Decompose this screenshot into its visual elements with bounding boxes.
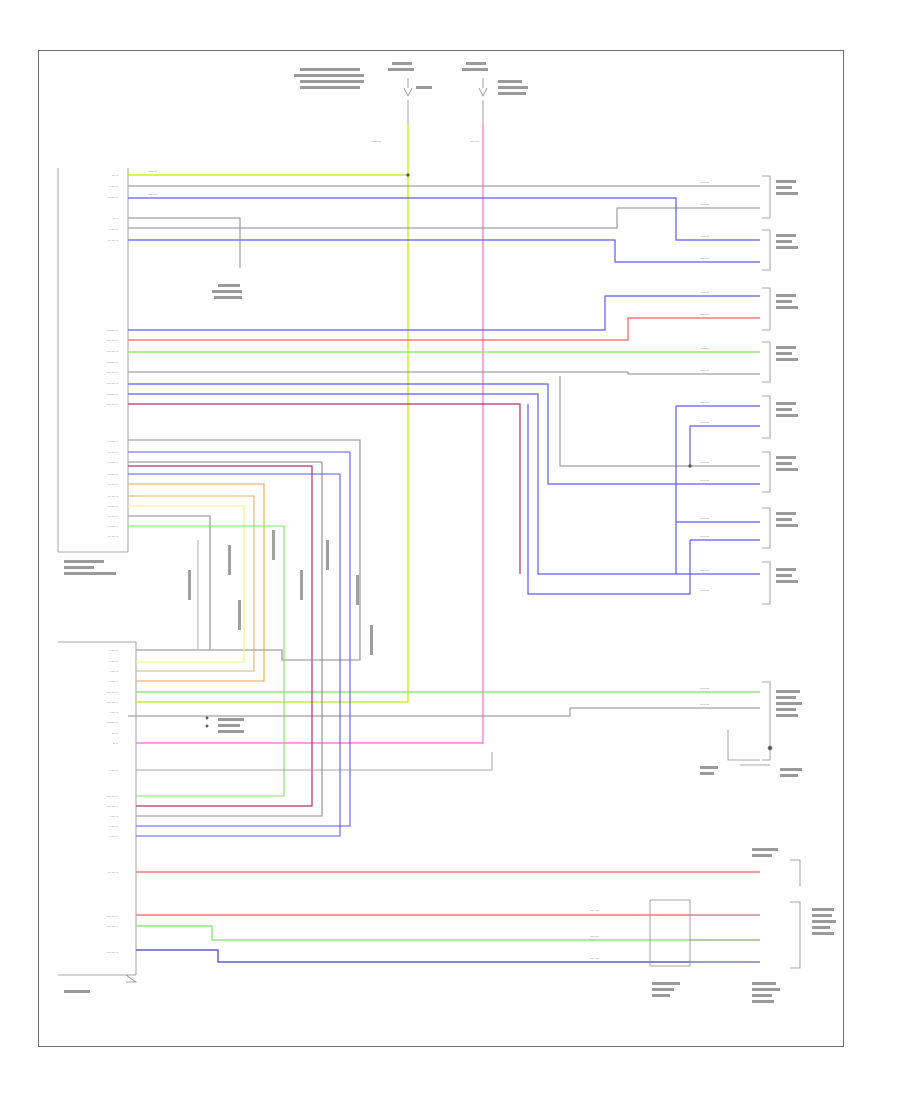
component-labels: [64, 62, 836, 1003]
svg-text:·······: ·······: [109, 669, 118, 674]
svg-text:—·—: —·—: [700, 346, 709, 351]
svg-text:—·—: —·—: [700, 478, 709, 483]
bundle-labels: [188, 530, 373, 655]
svg-text:·········: ·········: [107, 950, 118, 955]
svg-text:········: ········: [108, 238, 118, 243]
svg-text:—·—: —·—: [700, 234, 709, 239]
wire-bundle-mid: [128, 439, 361, 837]
splice-dots: [205, 173, 692, 728]
wire-pink: [136, 125, 484, 744]
svg-text:·····: ·····: [112, 173, 118, 178]
svg-text:········: ········: [108, 482, 118, 487]
svg-text:—·—: —·—: [148, 192, 157, 197]
svg-text:········: ········: [108, 514, 118, 519]
svg-text:····: ····: [113, 741, 118, 746]
svg-text:·········: ·········: [107, 381, 118, 386]
svg-text:·······: ·······: [109, 659, 118, 664]
wire-blue-top: [128, 197, 760, 595]
svg-text:—·—: —·—: [700, 460, 709, 465]
svg-text:—·—: —·—: [700, 516, 709, 521]
svg-text:—·—: —·—: [700, 420, 709, 425]
svg-text:—·—: —·—: [700, 290, 709, 295]
svg-text:·······: ·······: [109, 648, 118, 653]
svg-text:········: ········: [108, 870, 118, 875]
svg-text:····: ····: [113, 216, 118, 221]
svg-text:—·—: —·—: [700, 202, 709, 207]
svg-text:·········: ·········: [107, 328, 118, 333]
svg-text:—·—: —·—: [700, 568, 709, 573]
wire-color-labels: —·— —·— —·— —·— —·— —·— —·— —·— —·— —·— …: [148, 139, 709, 961]
svg-text:—·—: —·—: [700, 256, 709, 261]
svg-text:·········: ·········: [107, 370, 118, 375]
svg-text:—·—: —·—: [700, 702, 709, 707]
wire-maroon: [128, 403, 521, 807]
svg-text:·······: ·······: [109, 679, 118, 684]
svg-text:·······: ·······: [109, 768, 118, 773]
svg-text:·········: ·········: [107, 794, 118, 799]
svg-text:·······: ·······: [109, 834, 118, 839]
svg-text:·········: ·········: [107, 924, 118, 929]
svg-text:·········: ·········: [107, 402, 118, 407]
left-pin-labels: ····· ······· ········ ···· ······· ····…: [107, 173, 118, 955]
svg-text:—·—: —·—: [372, 139, 381, 144]
svg-text:—·—: —·—: [700, 400, 709, 405]
svg-text:—·—: —·—: [700, 180, 709, 185]
svg-text:·········: ·········: [107, 720, 118, 725]
svg-text:—·—: —·—: [590, 908, 599, 913]
svg-text:·····: ·····: [112, 731, 118, 736]
svg-text:—·—: —·—: [470, 139, 479, 144]
svg-text:········: ········: [108, 504, 118, 509]
svg-text:·········: ·········: [107, 914, 118, 919]
svg-text:·······: ·······: [109, 814, 118, 819]
svg-text:········: ········: [108, 524, 118, 529]
wire-gray-top: [128, 185, 760, 717]
svg-text:·········: ·········: [107, 700, 118, 705]
svg-text:—·—: —·—: [700, 686, 709, 691]
wire-yellow-green: [128, 125, 409, 703]
svg-text:········: ········: [108, 494, 118, 499]
wire-red: [128, 317, 760, 916]
svg-text:·······: ·······: [109, 824, 118, 829]
svg-text:·······: ·······: [109, 710, 118, 715]
svg-text:········: ········: [108, 439, 118, 444]
svg-text:········: ········: [108, 472, 118, 477]
svg-text:—·—: —·—: [590, 956, 599, 961]
svg-text:—·—: —·—: [700, 588, 709, 593]
fuse-left: [403, 78, 413, 125]
wire-dark-blue: [136, 949, 760, 963]
ground-terminals: [136, 730, 773, 967]
speaker-connectors: [762, 175, 801, 969]
svg-text:·········: ·········: [107, 804, 118, 809]
svg-text:·········: ·········: [107, 392, 118, 397]
svg-text:········: ········: [108, 195, 118, 200]
svg-text:·········: ·········: [107, 690, 118, 695]
wire-green: [128, 351, 760, 941]
svg-text:········: ········: [108, 534, 118, 539]
svg-text:—·—: —·—: [700, 312, 709, 317]
svg-text:·········: ·········: [107, 349, 118, 354]
svg-text:·········: ·········: [107, 338, 118, 343]
svg-text:—·—: —·—: [590, 934, 599, 939]
svg-text:·········: ·········: [107, 360, 118, 365]
svg-text:—·—: —·—: [700, 368, 709, 373]
svg-text:—·—: —·—: [700, 534, 709, 539]
svg-text:·······: ·······: [109, 184, 118, 189]
head-unit-lower-box: [58, 641, 138, 983]
svg-text:·······: ·······: [109, 227, 118, 232]
head-unit-upper-box: [57, 168, 129, 553]
fuse-right: [478, 78, 488, 125]
svg-text:—·—: —·—: [148, 169, 157, 174]
svg-text:········: ········: [108, 450, 118, 455]
diagram-frame: [38, 50, 844, 1047]
svg-text:········: ········: [108, 460, 118, 465]
